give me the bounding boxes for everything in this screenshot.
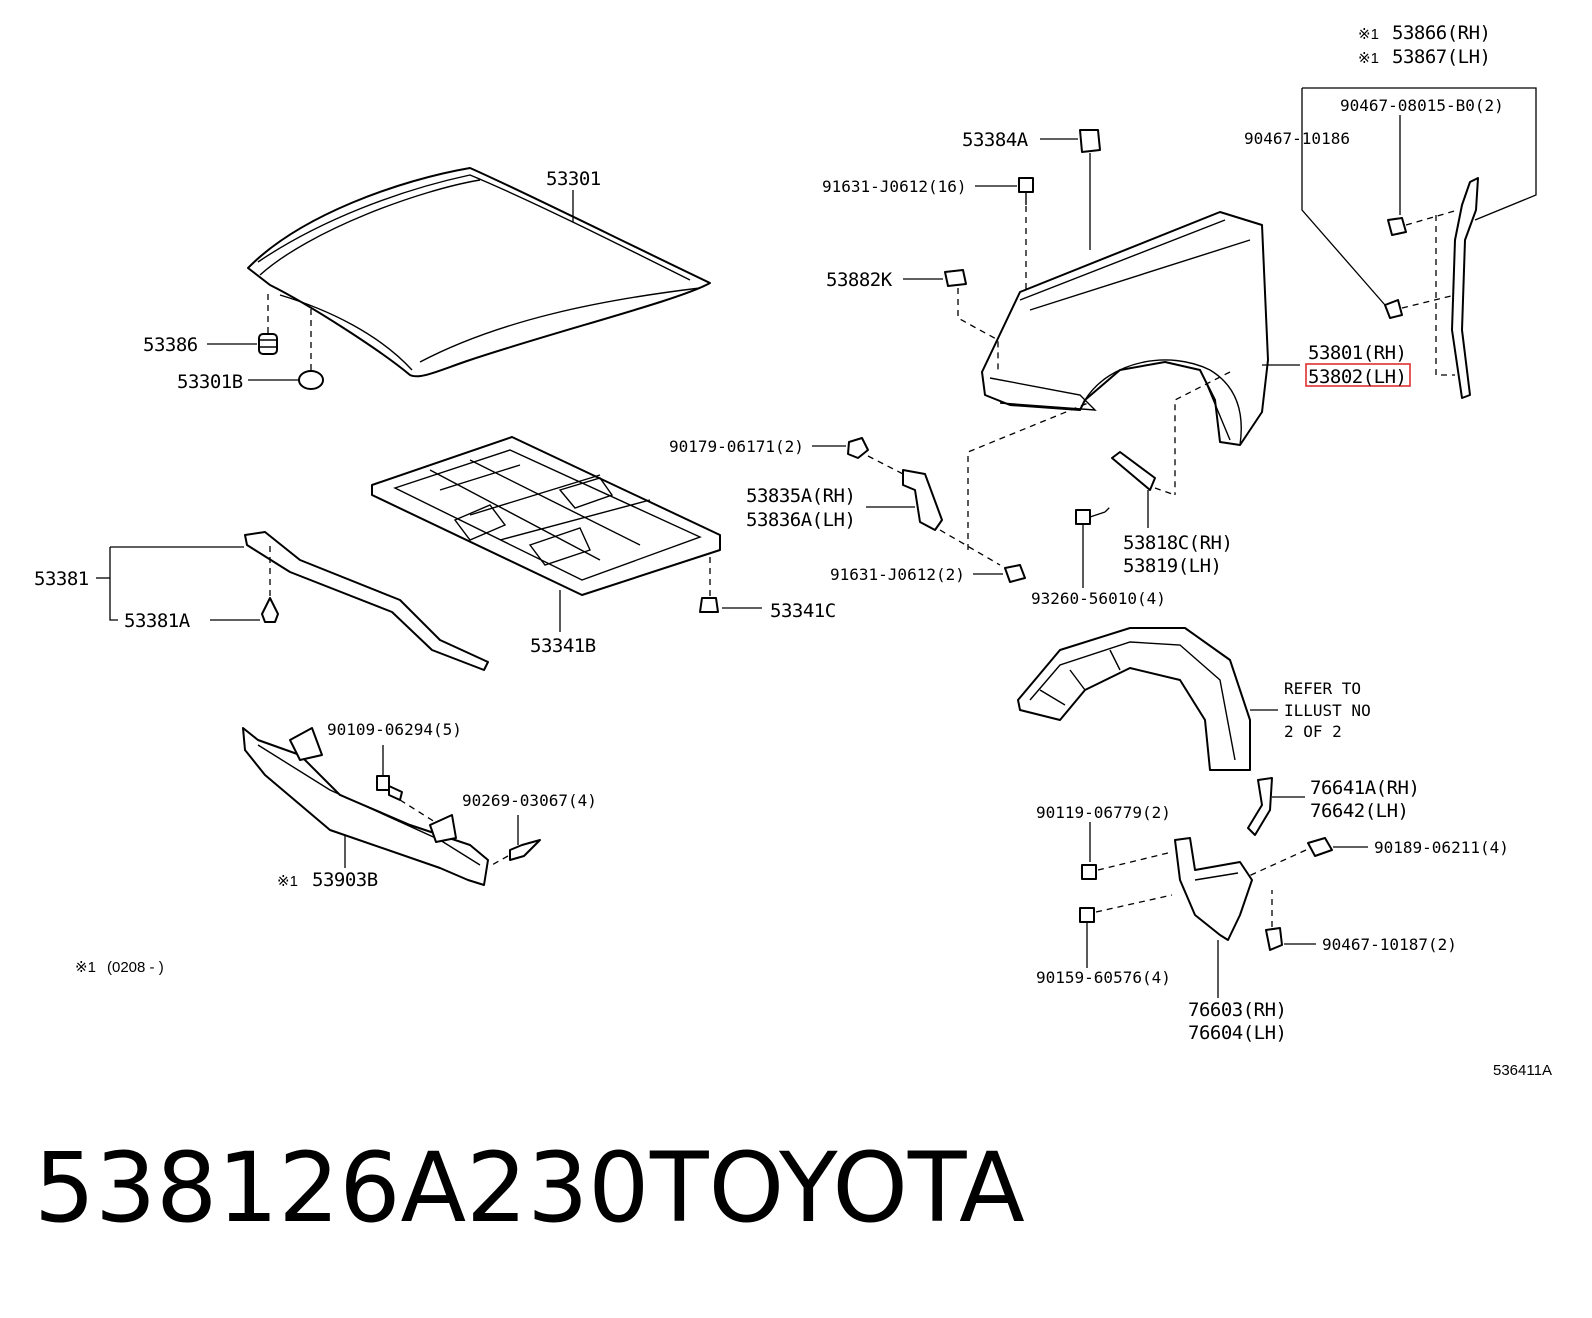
insulator-clip-drawing (699, 597, 719, 613)
hood-seal-drawing (244, 531, 489, 671)
part-number-caption: 538126A230 (34, 1132, 650, 1244)
hood-drawing (247, 167, 711, 378)
label-bolt-90119: 90119-06779(2) (1036, 803, 1171, 822)
mud-guard-bracket-drawing (1247, 777, 1273, 836)
hood-cushion-drawing (258, 333, 278, 355)
pad-53882k-drawing (944, 269, 967, 287)
label-mud-bracket-lh: 76642(LH) (1310, 800, 1408, 822)
label-hood-cushion-b: 53301B (177, 371, 243, 393)
fender-seal-drawing (1451, 177, 1479, 399)
screw-93260-drawing (1075, 509, 1106, 525)
mud-guard-drawing (1174, 837, 1253, 941)
label-support: 53903B (312, 869, 378, 891)
footnote-text: (0208 - ) (107, 959, 164, 976)
front-fender-drawing (981, 211, 1269, 446)
highlighted-part-box (1305, 363, 1411, 387)
label-seal-rh: 53866(RH) (1392, 22, 1490, 44)
nut-90179-drawing (847, 437, 869, 459)
clip-90467-10187-drawing (1265, 927, 1283, 951)
bolt-90119-drawing (1081, 864, 1097, 880)
clip-90467-10186-drawing (1384, 299, 1403, 319)
label-screw-93260: 93260-56010(4) (1031, 589, 1166, 608)
label-bracket-lh: 53836A(LH) (746, 509, 855, 531)
label-support-mark: ※1 (277, 873, 298, 890)
illustration-code: 536411A (1493, 1062, 1552, 1079)
bolt-91631-16-drawing (1018, 177, 1034, 205)
label-clip-90467-b0: 90467-08015-B0(2) (1340, 96, 1504, 115)
label-bolt-91631-2: 91631-J0612(2) (830, 565, 965, 584)
label-bolt-90109: 90109-06294(5) (327, 720, 462, 739)
insulator-drawing (371, 436, 721, 596)
label-hood-cushion: 53386 (143, 334, 198, 356)
label-fender-bracket-lh: 53819(LH) (1123, 555, 1221, 577)
fender-bracket-drawing (1111, 451, 1156, 491)
nut-90189-drawing (1307, 837, 1333, 857)
hood-cushion-b-drawing (298, 370, 324, 390)
label-refer-3: 2 OF 2 (1284, 722, 1342, 741)
label-seal-mark-2: ※1 (1358, 50, 1379, 67)
label-clip-90467-10187: 90467-10187(2) (1322, 935, 1457, 954)
bracket-53835a-drawing (902, 469, 943, 531)
label-seal-lh: 53867(LH) (1392, 46, 1490, 68)
label-hood-seal-clip: 53381A (124, 610, 191, 632)
label-clip-90467-10186: 90467-10186 (1244, 129, 1350, 148)
label-refer-2: ILLUST NO (1284, 701, 1371, 720)
label-nut-90189: 90189-06211(4) (1374, 838, 1509, 857)
clip-90269-drawing (509, 839, 541, 861)
hood-lock-support-drawing (242, 727, 489, 886)
bracket-53384a-drawing (1079, 129, 1101, 153)
label-insulator: 53341B (530, 635, 596, 657)
label-mud-bracket-rh: 76641A(RH) (1310, 777, 1419, 799)
label-bracket-rh: 53835A(RH) (746, 485, 855, 507)
label-fender-bracket-rh: 53818C(RH) (1123, 532, 1232, 554)
hood-seal-clip-drawing (261, 597, 279, 623)
bolt-91631-2-drawing (1004, 564, 1026, 583)
label-fender-lh: 53802(LH) (1308, 366, 1406, 388)
label-nut-90179: 90179-06171(2) (669, 437, 804, 456)
label-hood-seal: 53381 (34, 568, 89, 590)
label-mudguard-rh: 76603(RH) (1188, 999, 1286, 1021)
label-seal-mark-1: ※1 (1358, 26, 1379, 43)
label-bolt-90159: 90159-60576(4) (1036, 968, 1171, 987)
footnote-mark: ※1 (75, 959, 96, 976)
label-fender-rh: 53801(RH) (1308, 342, 1406, 364)
label-insulator-clip: 53341C (770, 600, 836, 622)
callout-labels: 53301 53386 53301B 53341B 53341C 53381 5… (34, 22, 1552, 1079)
clip-90467-b0-drawing (1387, 217, 1407, 236)
label-clip-90269: 90269-03067(4) (462, 791, 597, 810)
brand-caption: TOYOTA (650, 1132, 1025, 1244)
label-bracket-53384a: 53384A (962, 129, 1029, 151)
label-bolt-91631-16: 91631-J0612(16) (822, 177, 967, 196)
bolt-90159-drawing (1079, 907, 1095, 923)
label-hood: 53301 (546, 168, 601, 190)
label-refer-1: REFER TO (1284, 679, 1361, 698)
label-mudguard-lh: 76604(LH) (1188, 1022, 1286, 1044)
label-pad-53882k: 53882K (826, 269, 893, 291)
bolt-90109-drawing (376, 775, 403, 801)
fender-liner-drawing (1017, 627, 1251, 771)
